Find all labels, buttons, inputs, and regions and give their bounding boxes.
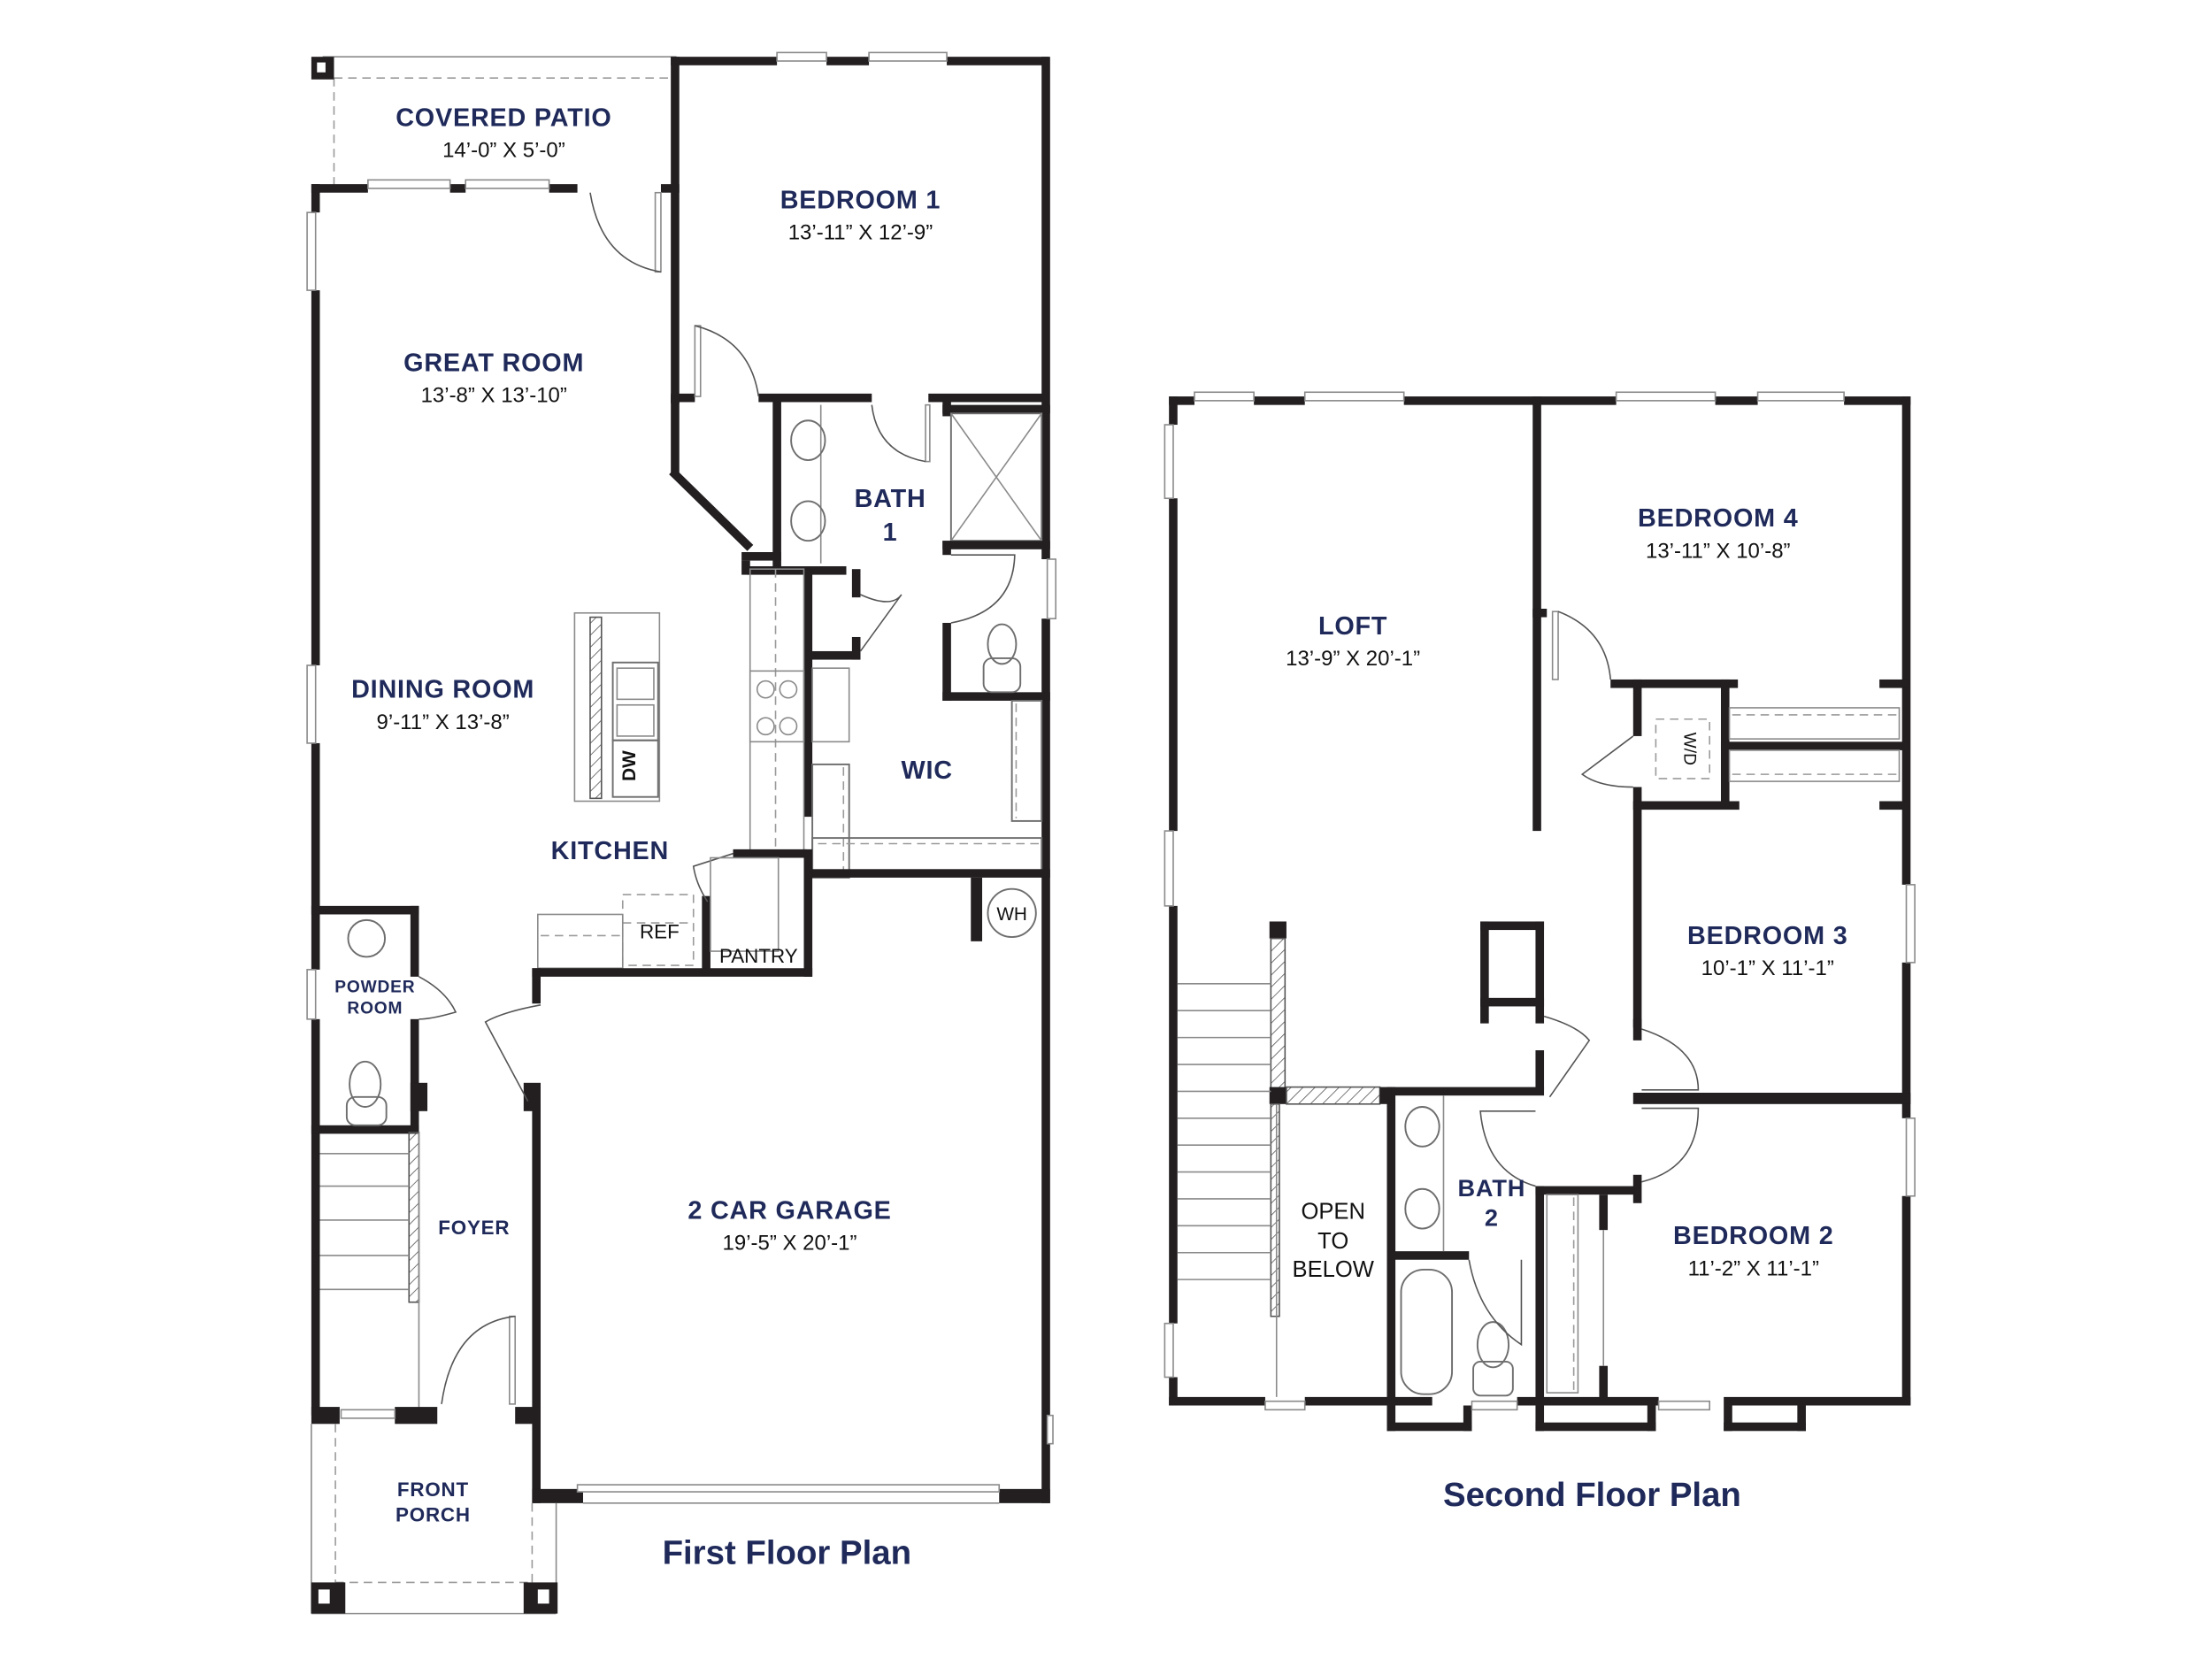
dining-room-label: DINING ROOM bbox=[351, 676, 534, 704]
first-floor-walls bbox=[311, 57, 1050, 1503]
bedroom1-label: BEDROOM 1 bbox=[780, 186, 941, 214]
open-to-below-line1: OPEN bbox=[1301, 1199, 1365, 1224]
first-floor-plan bbox=[306, 51, 1057, 1615]
bedroom2-dims: 11’-2” X 11’-1” bbox=[1688, 1256, 1819, 1280]
second-floor-title: Second Floor Plan bbox=[1443, 1476, 1741, 1514]
kitchen-label: KITCHEN bbox=[551, 837, 670, 865]
garage-label: 2 CAR GARAGE bbox=[687, 1196, 891, 1225]
bedroom1-dims: 13’-11” X 12’-9” bbox=[788, 221, 933, 245]
dining-room-dims: 9’-11” X 13’-8” bbox=[377, 710, 510, 734]
great-room-label: GREAT ROOM bbox=[403, 349, 584, 377]
loft-label: LOFT bbox=[1318, 612, 1387, 641]
kitchen-counters bbox=[532, 568, 850, 977]
washer-dryer-label: W/D bbox=[1679, 733, 1698, 765]
wic-label: WIC bbox=[901, 757, 952, 785]
open-to-below-line2: TO bbox=[1317, 1229, 1348, 1254]
garage-dims: 19’-5” X 20’-1” bbox=[723, 1232, 857, 1256]
pantry-label: PANTRY bbox=[719, 945, 798, 967]
bath1-label-line1: BATH bbox=[855, 485, 926, 513]
second-floor-windows bbox=[1164, 391, 1916, 1411]
front-porch-label-line2: PORCH bbox=[396, 1504, 471, 1526]
bedroom1-door bbox=[694, 325, 760, 397]
front-porch-area bbox=[311, 1424, 558, 1615]
covered-patio-label: COVERED PATIO bbox=[396, 104, 611, 133]
bath2-label-line2: 2 bbox=[1485, 1203, 1499, 1231]
first-floor-title: First Floor Plan bbox=[663, 1534, 911, 1572]
powder-room-label-line1: POWDER bbox=[334, 978, 415, 996]
bath1-label-line2: 1 bbox=[883, 518, 898, 547]
covered-patio-area bbox=[311, 56, 677, 188]
bedroom4-dims: 13’-11” X 10’-8” bbox=[1646, 539, 1791, 563]
refrigerator-label: REF bbox=[640, 921, 680, 943]
front-porch-label-line1: FRONT bbox=[397, 1479, 469, 1501]
first-floor-windows bbox=[306, 51, 1057, 1445]
bedroom3-label: BEDROOM 3 bbox=[1687, 922, 1848, 950]
patio-door bbox=[589, 191, 662, 273]
powder-room-label-line2: ROOM bbox=[347, 999, 403, 1018]
bedroom4-label: BEDROOM 4 bbox=[1638, 504, 1799, 533]
powder-foyer-area bbox=[311, 905, 541, 1503]
first-floor-labels: COVERED PATIO 14’-0” X 5’-0” BEDROOM 1 1… bbox=[334, 104, 1027, 1572]
loft-dims: 13’-9” X 20’-1” bbox=[1286, 647, 1420, 671]
wic-area bbox=[806, 699, 1050, 879]
bedroom3-dims: 10’-1” X 11’-1” bbox=[1701, 956, 1834, 980]
great-room-dims: 13’-8” X 13’-10” bbox=[421, 383, 567, 407]
bath1-area bbox=[741, 396, 1050, 818]
second-floor-plan bbox=[1164, 391, 1916, 1432]
second-floor-walls bbox=[1169, 396, 1911, 1432]
garage-area bbox=[532, 877, 1050, 1504]
second-floor-labels: LOFT 13’-9” X 20’-1” BEDROOM 4 13’-11” X… bbox=[1286, 504, 1847, 1514]
bath2-label-line1: BATH bbox=[1458, 1174, 1526, 1202]
dishwasher-label: DW bbox=[619, 750, 640, 781]
open-to-below-line3: BELOW bbox=[1293, 1257, 1375, 1282]
water-heater-label: WH bbox=[996, 904, 1027, 925]
foyer-label: FOYER bbox=[438, 1217, 510, 1239]
covered-patio-dims: 14’-0” X 5’-0” bbox=[442, 139, 565, 163]
bedroom2-label: BEDROOM 2 bbox=[1673, 1222, 1834, 1250]
